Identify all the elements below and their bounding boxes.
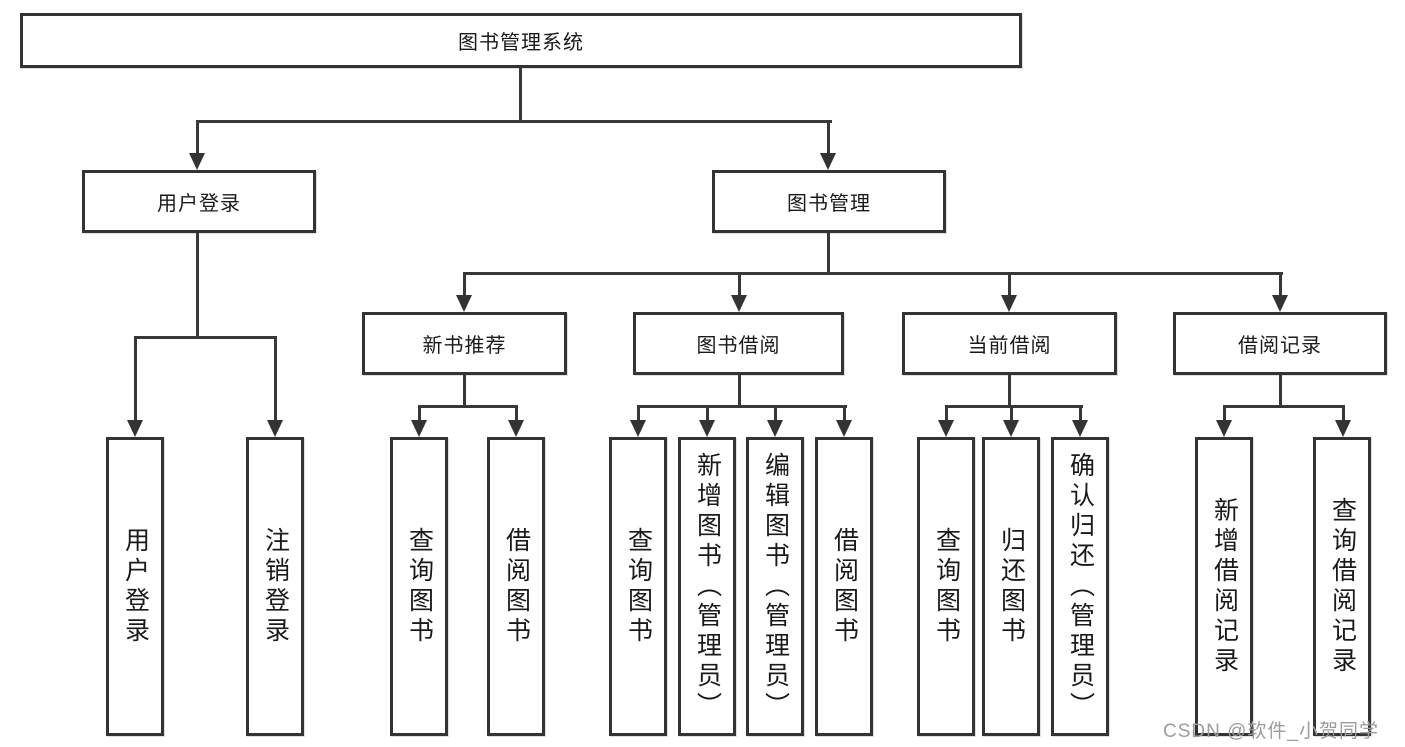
leaf-label: 归还图书 bbox=[997, 526, 1026, 647]
leaf-confirm-return-admin: 确认归还（管理员） bbox=[1051, 437, 1109, 736]
node-book-management: 图书管理 bbox=[712, 170, 946, 233]
connector-shaft-leaf bbox=[1223, 405, 1226, 421]
leaf-return-books: 归还图书 bbox=[982, 437, 1040, 736]
connector-root-hbar bbox=[196, 120, 832, 123]
node-book-borrow: 图书借阅 bbox=[633, 312, 844, 375]
leaf-query-borrow-record: 查询借阅记录 bbox=[1313, 437, 1371, 736]
leaf-label: 用户登录 bbox=[121, 526, 150, 647]
arrow-down-icon bbox=[1001, 295, 1017, 312]
leaf-label: 查询图书 bbox=[932, 526, 961, 647]
arrow-down-icon bbox=[508, 420, 524, 437]
leaf-label: 编辑图书（管理员） bbox=[761, 451, 790, 722]
leaf-logout: 注销登录 bbox=[246, 437, 304, 736]
connector-bookmgmt-hbar bbox=[463, 272, 1283, 275]
node-current-borrow: 当前借阅 bbox=[902, 312, 1117, 375]
node-user-login: 用户登录 bbox=[82, 170, 316, 233]
connector-shaft-leaf bbox=[637, 405, 640, 421]
connector-bookborrow-hbar bbox=[637, 405, 847, 408]
connector-userlogin-hbar bbox=[134, 336, 277, 339]
connector-currentborrow-stub bbox=[1008, 375, 1011, 405]
leaf-label: 确认归还（管理员） bbox=[1066, 451, 1095, 722]
arrow-down-icon bbox=[456, 295, 472, 312]
arrow-down-icon bbox=[630, 420, 646, 437]
connector-borrowrecords-stub bbox=[1279, 375, 1282, 405]
arrow-down-icon bbox=[267, 420, 283, 437]
connector-shaft-leaf bbox=[1079, 405, 1082, 421]
connector-bookborrow-stub bbox=[738, 375, 741, 405]
connector-shaft-leaf bbox=[1010, 405, 1013, 421]
node-borrow-records-label: 借阅记录 bbox=[1238, 335, 1322, 357]
connector-shaft-level3 bbox=[1008, 272, 1011, 296]
node-root: 图书管理系统 bbox=[20, 13, 1022, 68]
arrow-down-icon bbox=[411, 420, 427, 437]
arrow-down-icon bbox=[1003, 420, 1019, 437]
node-new-book-recommend-label: 新书推荐 bbox=[422, 335, 507, 357]
leaf-user-login: 用户登录 bbox=[106, 437, 164, 736]
connector-shaft-leaf bbox=[945, 405, 948, 421]
connector-shaft-leaf bbox=[843, 405, 846, 421]
arrow-down-icon bbox=[836, 420, 852, 437]
node-new-book-recommend: 新书推荐 bbox=[362, 312, 567, 375]
node-book-borrow-label: 图书借阅 bbox=[696, 335, 781, 357]
connector-shaft-leaf bbox=[274, 336, 277, 421]
node-borrow-records: 借阅记录 bbox=[1173, 312, 1387, 375]
leaf-label: 新增借阅记录 bbox=[1210, 496, 1239, 677]
leaf-borrow-books-recommend: 借阅图书 bbox=[487, 437, 545, 736]
leaf-label: 查询借阅记录 bbox=[1328, 496, 1357, 677]
connector-shaft-level3 bbox=[738, 272, 741, 296]
connector-currentborrow-hbar bbox=[945, 405, 1083, 408]
leaf-query-books: 查询图书 bbox=[609, 437, 667, 736]
node-current-borrow-label: 当前借阅 bbox=[967, 335, 1052, 357]
node-user-login-label: 用户登录 bbox=[157, 193, 241, 215]
connector-bookmgmt-stub bbox=[827, 233, 830, 272]
leaf-add-borrow-record: 新增借阅记录 bbox=[1195, 437, 1253, 736]
arrow-down-icon bbox=[189, 153, 205, 170]
connector-newbook-stub bbox=[463, 375, 466, 405]
connector-shaft-user-login bbox=[196, 120, 199, 155]
arrow-down-icon bbox=[731, 295, 747, 312]
connector-shaft-leaf bbox=[134, 336, 137, 421]
leaf-borrow-books: 借阅图书 bbox=[815, 437, 873, 736]
leaf-query-books-recommend: 查询图书 bbox=[390, 437, 448, 736]
connector-shaft-leaf bbox=[515, 405, 518, 421]
csdn-watermark: CSDN @软件_小贺同学 bbox=[1163, 721, 1379, 742]
leaf-label: 借阅图书 bbox=[502, 526, 531, 647]
connector-shaft-leaf bbox=[418, 405, 421, 421]
arrow-down-icon bbox=[938, 420, 954, 437]
connector-shaft-leaf bbox=[706, 405, 709, 421]
connector-shaft-level3 bbox=[1279, 272, 1282, 296]
leaf-label: 查询图书 bbox=[624, 526, 653, 647]
leaf-add-books-admin: 新增图书（管理员） bbox=[678, 437, 736, 736]
arrow-down-icon bbox=[1216, 420, 1232, 437]
leaf-label: 注销登录 bbox=[261, 526, 290, 647]
leaf-label: 新增图书（管理员） bbox=[693, 451, 722, 722]
leaf-query-books-current: 查询图书 bbox=[917, 437, 975, 736]
arrow-down-icon bbox=[767, 420, 783, 437]
connector-borrowrecords-hbar bbox=[1223, 405, 1345, 408]
arrow-down-icon bbox=[1335, 420, 1351, 437]
node-root-label: 图书管理系统 bbox=[458, 32, 584, 54]
arrow-down-icon bbox=[1072, 420, 1088, 437]
leaf-edit-books-admin: 编辑图书（管理员） bbox=[746, 437, 804, 736]
connector-newbook-hbar bbox=[418, 405, 518, 408]
connector-shaft-leaf bbox=[774, 405, 777, 421]
arrow-down-icon bbox=[820, 153, 836, 170]
connector-shaft-book-mgmt bbox=[827, 120, 830, 155]
connector-root-stub bbox=[519, 68, 522, 120]
arrow-down-icon bbox=[699, 420, 715, 437]
arrow-down-icon bbox=[1272, 295, 1288, 312]
connector-userlogin-stub bbox=[196, 233, 199, 336]
node-book-management-label: 图书管理 bbox=[787, 193, 871, 215]
connector-shaft-leaf bbox=[1342, 405, 1345, 421]
arrow-down-icon bbox=[127, 420, 143, 437]
connector-shaft-level3 bbox=[463, 272, 466, 296]
leaf-label: 查询图书 bbox=[405, 526, 434, 647]
leaf-label: 借阅图书 bbox=[830, 526, 859, 647]
